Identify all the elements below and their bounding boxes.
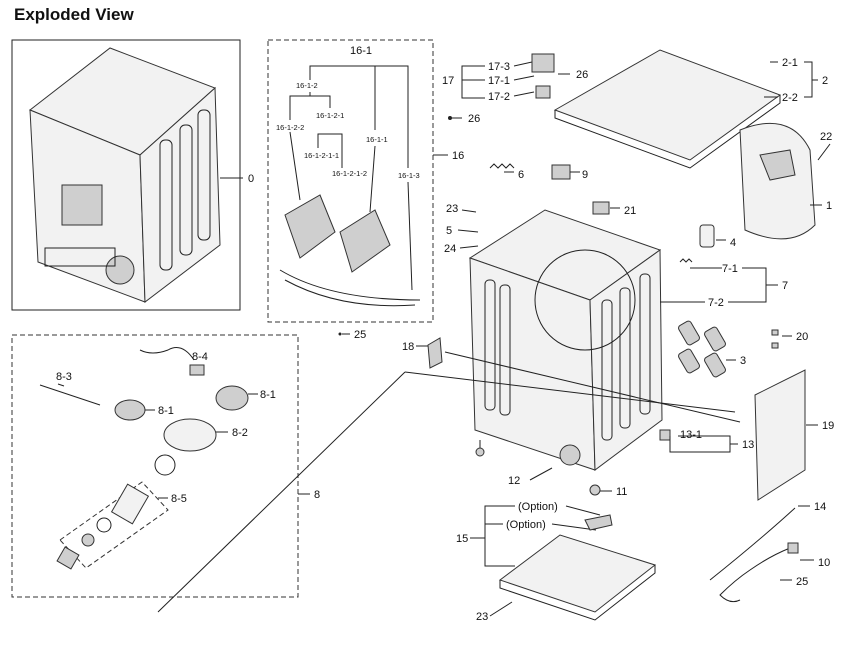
back-panel: 22 1	[739, 122, 832, 240]
label-10: 10	[818, 557, 830, 569]
label-19: 19	[822, 420, 834, 432]
label-2-1: 2-1	[782, 57, 798, 69]
label-7-1: 7-1	[722, 263, 738, 275]
label-17-2: 17-2	[488, 91, 510, 103]
label-13: 13	[742, 439, 754, 451]
label-16-1-2-1-2: 16-1-2-1-2	[332, 169, 367, 178]
label-17: 17	[442, 75, 454, 87]
label-15: 15	[456, 533, 468, 545]
label-20: 20	[796, 331, 808, 343]
label-8-1-left: 8-1	[158, 405, 174, 417]
feet-and-panel: 13-1 13 19	[659, 369, 834, 501]
pcb-drawing	[279, 194, 421, 307]
label-23-top: 23	[446, 203, 458, 215]
label-5: 5	[446, 225, 452, 237]
label-16-1-2-1: 16-1-2-1	[316, 111, 344, 120]
page-title: Exploded View	[14, 5, 134, 24]
drain-pump-box: 8-4 8-3 8-1 8-1 8-2 8-5 8	[11, 334, 736, 613]
label-23-bottom: 23	[476, 611, 488, 623]
bracket-18: 18	[402, 337, 741, 423]
label-16-1: 16-1	[350, 45, 372, 57]
assembled-unit-box: 0	[11, 39, 254, 311]
label-25-middle: 25	[354, 329, 366, 341]
label-8-1-right: 8-1	[260, 389, 276, 401]
label-22: 22	[820, 131, 832, 143]
label-16-1-2: 16-1-2	[296, 81, 318, 90]
label-21: 21	[624, 205, 636, 217]
misc-top-parts: 6 9 21 23 5 24 4	[444, 163, 736, 255]
label-13-1: 13-1	[680, 429, 702, 441]
label-2-2: 2-2	[782, 92, 798, 104]
label-25-bottom: 25	[796, 576, 808, 588]
label-9: 9	[582, 169, 588, 181]
label-16-1-2-2: 16-1-2-2	[276, 123, 304, 132]
label-24: 24	[444, 243, 456, 255]
label-26-left: 26	[468, 113, 480, 125]
valve-group: 17 17-3 17-1 17-2 26 26	[442, 53, 588, 125]
label-17-1: 17-1	[488, 75, 510, 87]
label-16-1-2-1-1: 16-1-2-1-1	[304, 151, 339, 160]
assembled-unit-drawing	[29, 47, 221, 303]
label-8-4: 8-4	[192, 351, 208, 363]
option-label-1: (Option)	[518, 501, 558, 513]
control-assembly-box: 16-1 16-1-2 16-1-2-2 16-1-2-1 16-1-2-1-1…	[267, 39, 464, 323]
label-16: 16	[452, 150, 464, 162]
label-7: 7	[782, 280, 788, 292]
label-14: 14	[814, 501, 826, 513]
label-0: 0	[248, 173, 254, 185]
top-cover: 2-1 2-2 2	[553, 49, 828, 169]
label-4: 4	[730, 237, 736, 249]
label-7-2: 7-2	[708, 297, 724, 309]
label-2: 2	[822, 75, 828, 87]
label-1: 1	[826, 200, 832, 212]
label-26-top: 26	[576, 69, 588, 81]
option-label-2: (Option)	[506, 519, 546, 531]
label-8-5: 8-5	[171, 493, 187, 505]
label-3: 3	[740, 355, 746, 367]
dampers: 3 20	[678, 320, 808, 378]
label-6: 6	[518, 169, 524, 181]
spring-group-7: 7-1 7-2 7	[660, 258, 788, 309]
label-17-3: 17-3	[488, 61, 510, 73]
label-8-3: 8-3	[56, 371, 72, 383]
label-18: 18	[402, 341, 414, 353]
label-16-1-3: 16-1-3	[398, 171, 420, 180]
label-12: 12	[508, 475, 520, 487]
base-assembly: (Option) (Option) 15 23	[456, 501, 657, 623]
label-8-2: 8-2	[232, 427, 248, 439]
hoses-and-cords: 14 10 25	[709, 501, 830, 603]
label-16-1-1: 16-1-1	[366, 135, 388, 144]
main-cabinet	[468, 209, 663, 471]
label-11: 11	[616, 486, 627, 498]
label-8: 8	[314, 489, 320, 501]
